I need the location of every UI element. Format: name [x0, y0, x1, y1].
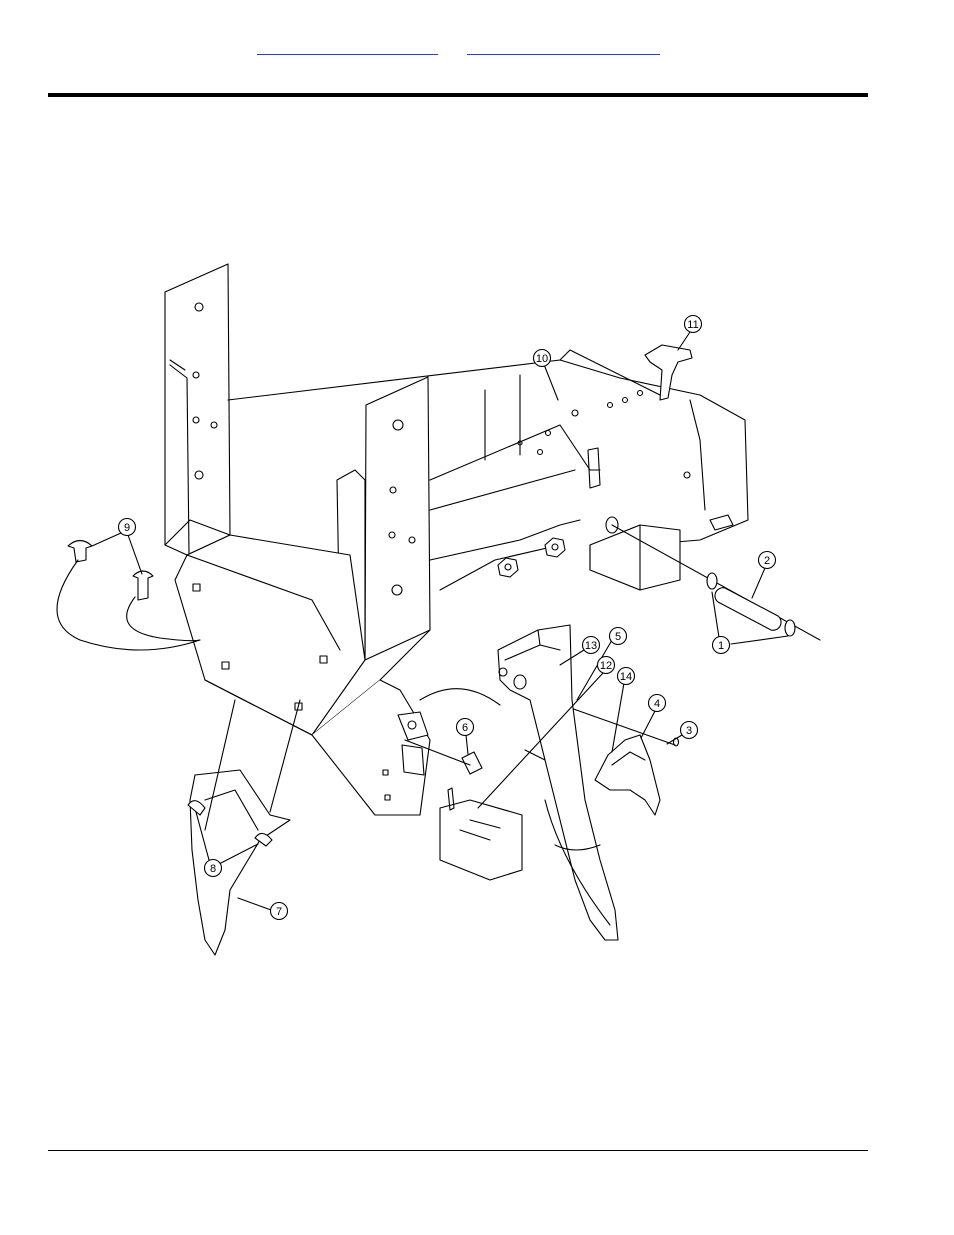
callout-3: 3: [667, 722, 698, 745]
callout-11: 11: [678, 316, 702, 351]
svg-text:11: 11: [687, 319, 698, 331]
svg-text:4: 4: [654, 698, 660, 710]
svg-text:2: 2: [764, 555, 770, 567]
svg-text:13: 13: [585, 640, 597, 652]
callout-9: 9: [92, 519, 142, 575]
svg-text:3: 3: [686, 725, 692, 737]
svg-text:10: 10: [536, 353, 548, 365]
callout-6: 6: [457, 719, 474, 755]
callout-2: 2: [752, 552, 776, 599]
footer-rule: [48, 1150, 868, 1151]
svg-text:5: 5: [615, 631, 621, 643]
callout-4: 4: [641, 695, 666, 739]
part-12-holder: [440, 788, 522, 880]
callout-7: 7: [238, 898, 288, 920]
svg-text:12: 12: [600, 660, 612, 672]
svg-text:9: 9: [124, 522, 130, 534]
svg-text:14: 14: [620, 671, 632, 683]
svg-text:8: 8: [210, 863, 216, 875]
svg-text:1: 1: [718, 640, 724, 652]
svg-text:7: 7: [276, 906, 282, 918]
callout-10: 10: [534, 350, 559, 401]
part-9-bolts: [57, 541, 200, 651]
svg-text:6: 6: [462, 722, 468, 734]
